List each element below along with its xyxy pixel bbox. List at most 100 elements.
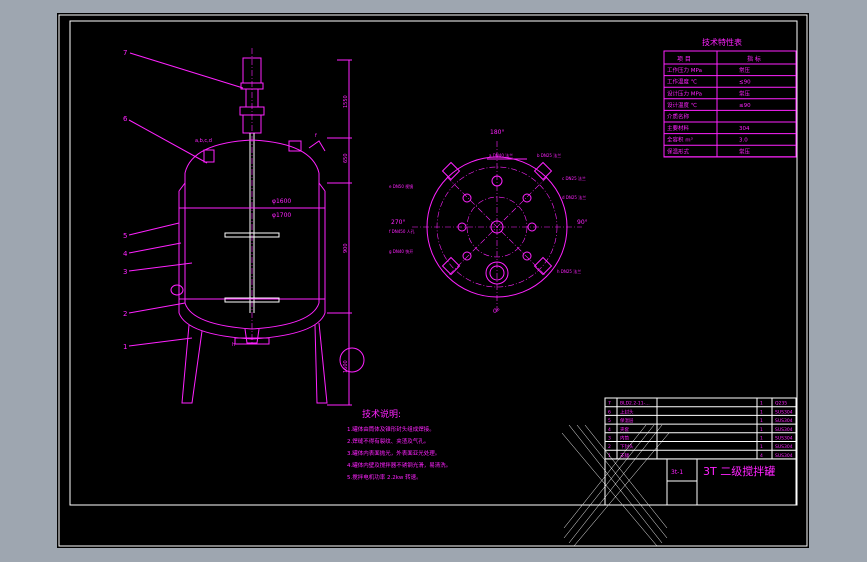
spec-row-value: 常压 <box>739 66 751 74</box>
spec-row-value: 常压 <box>739 89 751 97</box>
spec-row-value: ≤90 <box>739 103 751 109</box>
bom-name: 上封头 <box>620 408 634 415</box>
callout-f: f DN450 人孔 <box>389 228 415 234</box>
detail-bubble <box>339 347 365 373</box>
note-line-5: 5.搅拌电机功率 2.2kw 转速。 <box>347 473 422 481</box>
part-label-4: 4 <box>123 250 128 258</box>
callout-g: g DN40 快开 <box>389 248 413 254</box>
cad-drawing: 7 6 5 4 3 2 1 φ1600 φ1700 a,b,c,d f h 15… <box>58 14 808 547</box>
dim-d2: φ1700 <box>272 212 291 219</box>
lug-ur <box>533 161 553 181</box>
hatch-symbol <box>561 424 670 547</box>
bom-qty: 4 <box>760 453 763 459</box>
part-label-1: 1 <box>123 343 127 351</box>
bom-no: 2 <box>608 444 611 450</box>
notes-title: 技术说明: <box>362 408 401 420</box>
leader-7 <box>129 52 244 89</box>
spec-row-item: 主要材料 <box>667 124 690 132</box>
part-label-3: 3 <box>123 268 127 276</box>
outer-frame <box>58 14 808 547</box>
note-line-2: 2.焊缝不得有裂纹、夹渣及气孔。 <box>347 437 429 445</box>
vdim-4: 1600 <box>343 360 349 373</box>
nozzle-ll <box>462 251 472 261</box>
bom-name: 下封头 <box>620 443 634 450</box>
lug-ul <box>441 161 461 181</box>
nozzle-lr <box>522 251 532 261</box>
leader-1 <box>128 337 193 347</box>
jacket-top-right <box>318 182 326 192</box>
spec-row-item: 全容积 m³ <box>667 136 693 144</box>
manhole-inner <box>489 265 505 281</box>
bom-qty: 1 <box>760 401 763 407</box>
part-label-5: 5 <box>123 232 127 240</box>
spec-row-value: 3.0 <box>739 138 748 144</box>
spec-header-value: 指 标 <box>747 55 761 63</box>
bom-material: SUS304 <box>775 453 793 459</box>
callout-c: c DN25 法兰 <box>562 175 586 181</box>
vdim-3: 900 <box>343 243 349 253</box>
bom-qty: 1 <box>760 444 763 450</box>
note-line-4: 4.罐体内壁及搅拌器不锈钢光滑，易清洗。 <box>347 461 451 469</box>
nozzle-b <box>288 140 302 152</box>
inner-frame <box>69 20 798 506</box>
leg-left <box>181 324 203 404</box>
bom-no: 4 <box>608 427 611 433</box>
bom-material: SUS304 <box>775 444 793 450</box>
bom-material: SUS304 <box>775 436 793 442</box>
leader-3 <box>128 262 193 272</box>
leader-2 <box>128 302 186 314</box>
vdim-2: 650 <box>343 153 349 163</box>
angle-0: 0° <box>493 308 500 315</box>
technical-notes: 技术说明: 1.罐体由筒体及锥形封头组成焊接。 2.焊缝不得有裂纹、夹渣及气孔。… <box>347 408 451 481</box>
nozzle-tag-2: f <box>315 133 317 139</box>
leader-6 <box>128 119 208 164</box>
bom-no: 3 <box>608 436 611 442</box>
title-block-frame <box>604 397 797 506</box>
angle-180: 180° <box>490 129 504 136</box>
shaft-hole <box>490 220 504 234</box>
spec-row-value: ≤90 <box>739 80 751 86</box>
bom-qty: 1 <box>760 418 763 424</box>
lug-lr <box>533 256 553 276</box>
bom-name: 内筒 <box>620 435 629 442</box>
bom-qty: 1 <box>760 409 763 415</box>
bom-name: BLD2.2-11-… <box>620 401 650 407</box>
bom-no: 6 <box>608 409 611 415</box>
spec-row-value: 常压 <box>739 147 751 155</box>
sight-glass <box>170 284 184 296</box>
nozzle-tag-1: a,b,c,d <box>195 138 212 144</box>
part-label-7: 7 <box>123 49 127 57</box>
callout-e: e DN50 视镜 <box>389 183 413 189</box>
bom-name: 夹套 <box>620 426 629 433</box>
spec-row-item: 介质名称 <box>667 113 690 121</box>
nozzle-left <box>457 222 467 232</box>
leader-5 <box>128 222 180 236</box>
spec-row-item: 工作压力 MPa <box>667 66 702 74</box>
front-view: 7 6 5 4 3 2 1 φ1600 φ1700 a,b,c,d f h 15… <box>123 48 365 406</box>
callout-d: d DN25 法兰 <box>562 194 586 200</box>
nozzle-top-a <box>491 175 503 187</box>
leg-right <box>314 322 328 404</box>
impeller-upper <box>224 232 280 238</box>
bom-no: 5 <box>608 418 611 424</box>
bom-name: 保温层 <box>620 417 634 424</box>
bom-material: SUS304 <box>775 427 793 433</box>
callout-b: b DN25 法兰 <box>537 152 561 158</box>
manhole <box>485 261 509 285</box>
spec-row-item: 保温形式 <box>667 147 690 155</box>
top-head <box>184 139 320 174</box>
bottom-jacket <box>178 312 326 340</box>
spec-header-item: 项 目 <box>677 56 691 63</box>
bom-qty: 1 <box>760 427 763 433</box>
note-line-3: 3.罐体内表面抛光，外表面亚光处理。 <box>347 449 440 457</box>
nozzle-tag-3: h <box>232 342 235 348</box>
drain-flange <box>234 337 270 345</box>
nozzle-ul <box>462 193 472 203</box>
part-label-2: 2 <box>123 310 127 318</box>
spec-row-item: 工作温度 ℃ <box>667 78 697 86</box>
callout-a: a DN40 法兰 <box>489 152 513 158</box>
nozzle-right <box>527 222 537 232</box>
